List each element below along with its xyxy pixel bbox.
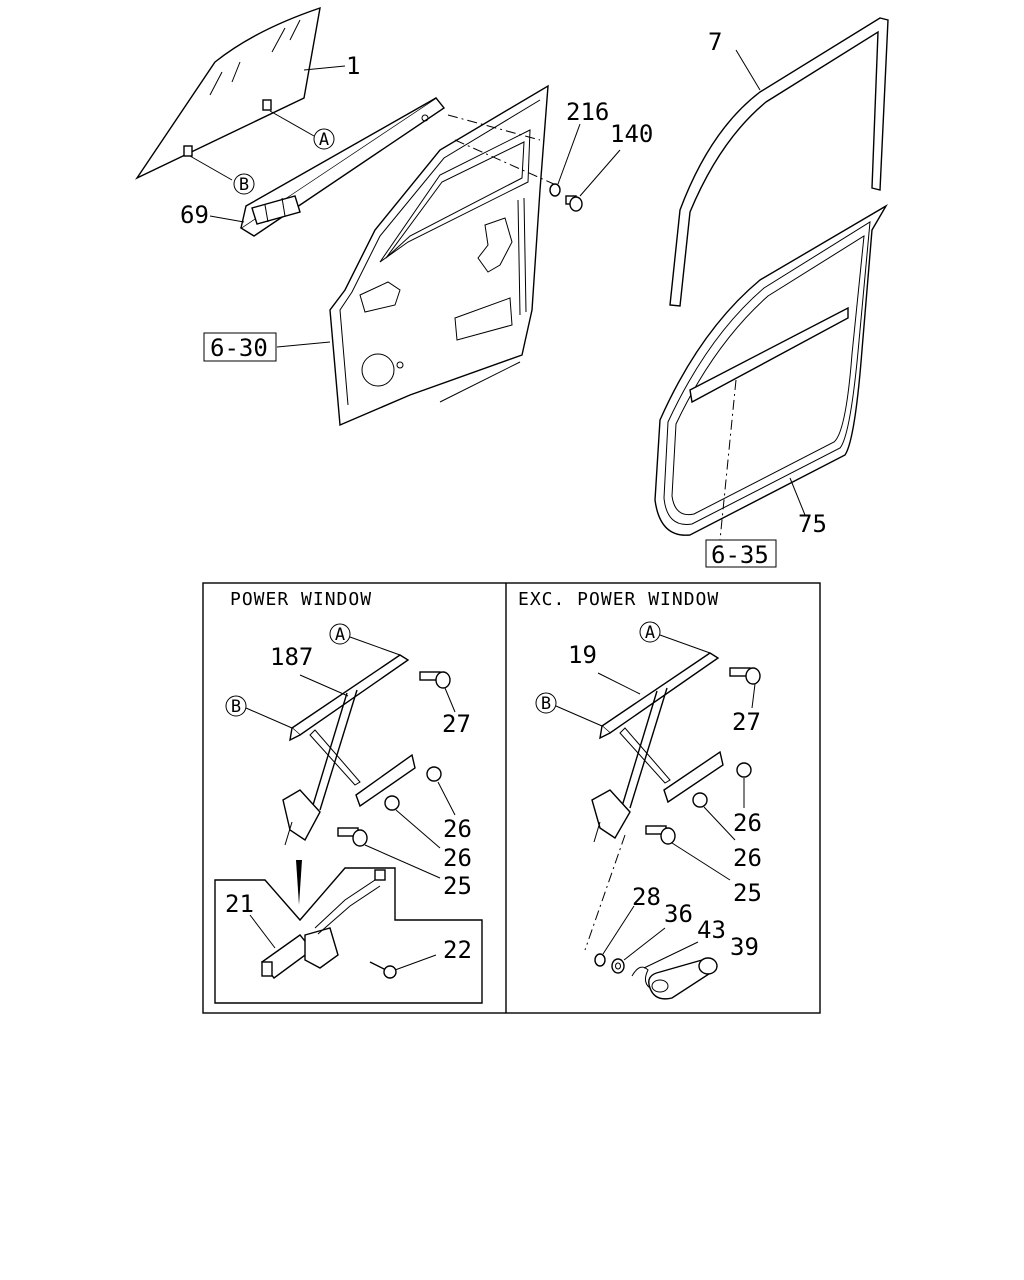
glass-run-channel — [239, 97, 446, 237]
marker-b: B — [239, 175, 249, 195]
washer-216 — [549, 183, 561, 197]
panel-power-title: POWER WINDOW — [230, 589, 372, 610]
power-callout-26b: 26 — [443, 844, 472, 872]
regulator-panels-frame — [202, 582, 821, 1014]
callout-39: 39 — [730, 933, 759, 961]
door-glass — [134, 6, 321, 180]
callout-28: 28 — [632, 883, 661, 911]
arrow-indicator — [296, 860, 302, 905]
manual-callout-26a: 26 — [733, 809, 762, 837]
spacer-36 — [611, 958, 625, 974]
motor-inset-box — [214, 867, 483, 1004]
manual-callout-26b: 26 — [733, 844, 762, 872]
door-weatherstrip-upper — [669, 17, 889, 307]
callout-6-30: 6-30 — [210, 334, 268, 362]
power-callout-25: 25 — [443, 872, 472, 900]
callout-6-35: 6-35 — [711, 541, 769, 569]
manual-callout-25: 25 — [733, 879, 762, 907]
manual-bolt-25 — [645, 825, 676, 845]
callout-19: 19 — [568, 641, 597, 669]
manual-nut-26a — [736, 762, 752, 778]
marker-b-circle — [233, 173, 255, 195]
callout-1: 1 — [346, 52, 360, 80]
power-screw-22 — [369, 961, 397, 979]
power-callout-27: 27 — [442, 710, 471, 738]
power-callout-26a: 26 — [443, 815, 472, 843]
callout-7: 7 — [708, 28, 722, 56]
manual-bolt-27 — [729, 667, 761, 685]
manual-nut-26b — [692, 792, 708, 808]
panel-manual-window: EXC. POWER WINDOW 19 A B 27 26 26 — [518, 589, 762, 1000]
door-weatherstrip-frame — [654, 204, 888, 536]
panel-power-window: POWER WINDOW 187 A B 27 26 — [214, 589, 483, 1004]
power-regulator-187 — [282, 654, 416, 846]
power-bolt-27 — [419, 671, 451, 689]
clip-43 — [631, 966, 651, 989]
power-nut-26a — [426, 766, 442, 782]
callout-140: 140 — [610, 120, 653, 148]
power-callout-22: 22 — [443, 936, 472, 964]
callout-187: 187 — [270, 643, 313, 671]
manual-marker-b: B — [541, 694, 551, 714]
marker-a: A — [319, 130, 329, 150]
power-callout-21: 21 — [225, 890, 254, 918]
panel-manual-title: EXC. POWER WINDOW — [518, 589, 719, 610]
power-nut-26b — [384, 795, 400, 811]
callout-75: 75 — [798, 510, 827, 538]
window-handle-39 — [648, 957, 718, 1000]
callout-216: 216 — [566, 98, 609, 126]
marker-a-circle — [313, 128, 335, 150]
ref-box-6-30 — [203, 332, 277, 362]
manual-regulator-19 — [591, 652, 724, 843]
power-window-motor-21 — [261, 869, 386, 979]
callout-69: 69 — [180, 201, 209, 229]
callout-43: 43 — [697, 916, 726, 944]
door-shell — [329, 84, 549, 427]
manual-callout-27: 27 — [732, 708, 761, 736]
ref-box-6-35 — [705, 539, 777, 568]
power-bolt-25 — [337, 827, 368, 847]
callout-36: 36 — [664, 900, 693, 928]
power-marker-b: B — [231, 697, 241, 717]
bolt-140 — [565, 195, 583, 212]
power-marker-a: A — [335, 625, 345, 645]
washer-28 — [594, 953, 606, 967]
manual-marker-a: A — [645, 623, 655, 643]
